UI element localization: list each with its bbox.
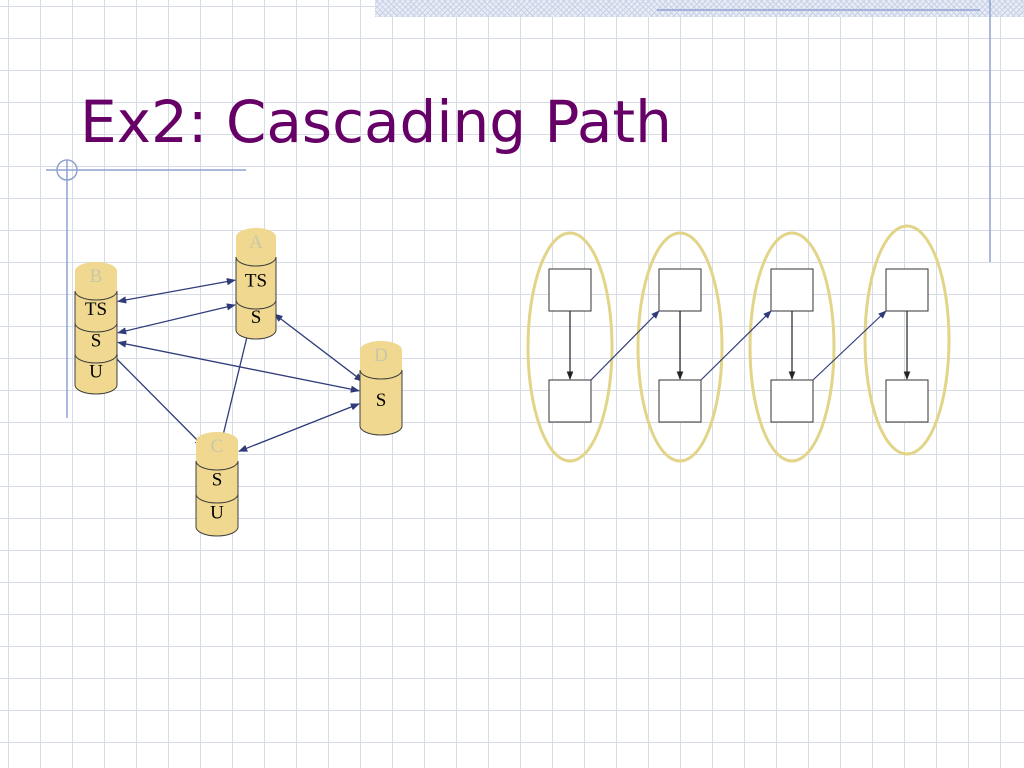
node-layer-label: S (376, 390, 387, 411)
node-layer-segment (195, 494, 239, 537)
top-decorative-band (375, 0, 1024, 17)
upper-box (770, 268, 814, 312)
node-layer-label: U (210, 503, 224, 524)
node-layer-label: S (91, 331, 102, 352)
upper-box (885, 268, 929, 312)
node-name-label: D (374, 345, 388, 366)
node-layer-segment (359, 370, 403, 436)
node-layer-rim (195, 493, 239, 504)
group-ellipse (863, 224, 951, 456)
group-ellipse (748, 231, 836, 463)
node-layer-label: U (89, 362, 103, 383)
lower-box (885, 379, 929, 423)
network-edge (117, 303, 236, 335)
cascade-group-3 (748, 231, 836, 463)
cascade-group-4 (863, 224, 951, 456)
upper-box (658, 268, 702, 312)
network-edge (117, 340, 360, 393)
network-edge (117, 278, 236, 304)
cascade-group-2 (636, 231, 724, 463)
network-edge (273, 313, 364, 382)
network-edge (238, 403, 360, 452)
cascade-link (812, 310, 887, 381)
node-layer-rim (235, 256, 277, 267)
upper-box (548, 268, 592, 312)
node-layer-label: S (251, 307, 262, 328)
crosshair-circle (56, 159, 78, 181)
node-cap (360, 341, 402, 370)
node-cap (236, 228, 276, 257)
node-layer-rim (235, 299, 277, 310)
group-ellipse (636, 231, 724, 463)
cascade-link (590, 310, 660, 381)
cascading-path-diagram (526, 224, 951, 463)
cascade-group-1 (526, 231, 614, 463)
node-layer-rim (74, 322, 118, 333)
node-b: B TS SU (74, 262, 118, 395)
slide-title: Ex2: Cascading Path (80, 88, 672, 156)
node-cap (75, 262, 117, 291)
node-layer-segment (235, 300, 277, 340)
node-layer-rim (359, 369, 403, 380)
lower-box (658, 379, 702, 423)
node-layer-rim (74, 290, 118, 301)
lower-box (548, 379, 592, 423)
node-cap (196, 432, 238, 461)
slide-decorations (46, 0, 991, 418)
node-name-label: B (90, 266, 103, 287)
node-layer-segment (74, 354, 118, 395)
node-layer-rim (195, 460, 239, 471)
lower-box (770, 379, 814, 423)
group-ellipse (526, 231, 614, 463)
cascade-link (700, 310, 772, 381)
node-a: A TS S (235, 228, 277, 340)
node-layer-rim (74, 353, 118, 364)
node-d: DS (359, 341, 403, 436)
node-layer-label: TS (85, 299, 107, 320)
node-name-label: C (211, 436, 224, 457)
node-name-label: A (249, 232, 263, 253)
node-layer-label: TS (245, 271, 267, 292)
node-c: CSU (195, 432, 239, 537)
node-layer-label: S (212, 470, 223, 491)
network-edge (109, 351, 204, 447)
